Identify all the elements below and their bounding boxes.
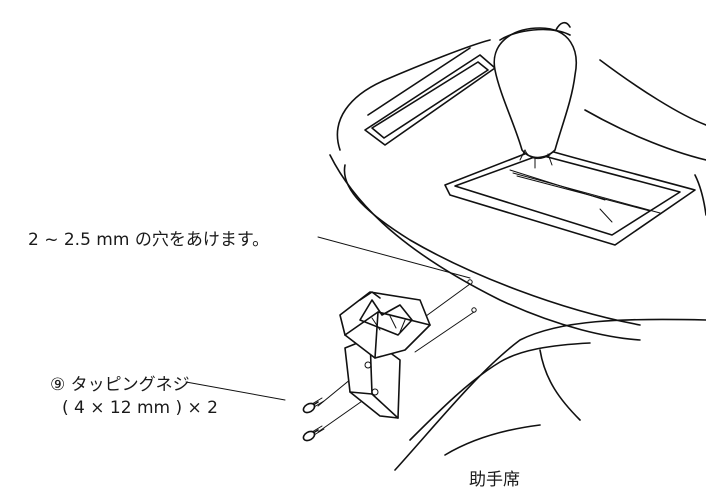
screw-name-label: ⑨ タッピングネジ	[50, 375, 190, 395]
console-tray	[364, 47, 496, 146]
drill-hole-label: 2 ~ 2.5 mm の穴をあけます。	[28, 230, 270, 250]
center-console	[329, 39, 706, 341]
mounting-bracket	[339, 291, 431, 419]
screw-spec-label: ( 4 × 12 mm ) × 2	[62, 398, 218, 418]
shift-knob	[493, 21, 577, 169]
leader-lines	[185, 236, 475, 433]
tapping-screw-lower	[302, 425, 325, 442]
passenger-seat-label: 助手席	[469, 470, 520, 490]
tapping-screw-upper	[302, 397, 325, 414]
shift-gate	[444, 147, 696, 246]
passenger-seat	[394, 318, 706, 471]
